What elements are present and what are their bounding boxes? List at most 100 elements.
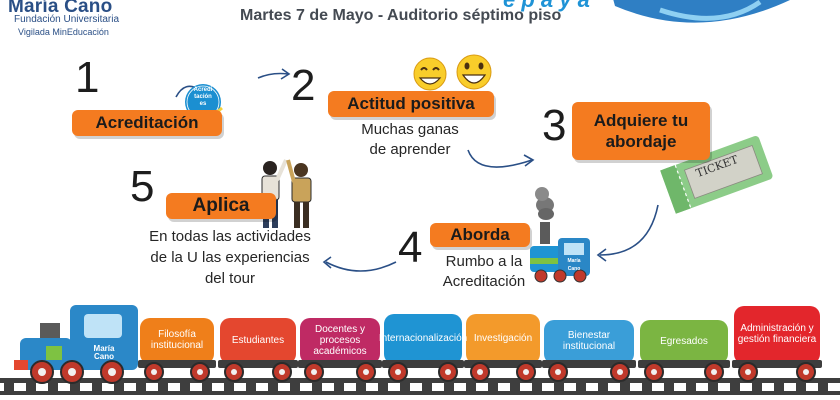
wagon-wheel-hub bbox=[651, 369, 657, 375]
wagon-wheel-hub bbox=[555, 369, 561, 375]
wagon-wheel-hub bbox=[523, 369, 529, 375]
railway-tie bbox=[488, 383, 498, 391]
step-4-text-line-1: Rumbo a la bbox=[445, 253, 523, 270]
wagon-label: Egresados bbox=[660, 335, 708, 347]
railway-tie bbox=[114, 383, 124, 391]
wagon-wheel-hub bbox=[477, 369, 483, 375]
railway-tie bbox=[598, 383, 608, 391]
wagon-body bbox=[140, 318, 214, 364]
step-3-title-line-1: Adquiere tu bbox=[593, 111, 689, 130]
step-2-title: Actitud positiva bbox=[328, 91, 494, 117]
step-4-text-line-2: Acreditación bbox=[442, 273, 526, 290]
step-4-text: Rumbo a la Acreditación bbox=[432, 252, 536, 292]
wagon-label: Internacionalización bbox=[378, 332, 468, 344]
railway-ties bbox=[4, 383, 828, 391]
railway-tie bbox=[774, 383, 784, 391]
step-2-text: Muchas ganas de aprender bbox=[330, 120, 490, 160]
wagon-body bbox=[220, 318, 296, 364]
laughing-emoji-icon bbox=[413, 57, 447, 91]
wagon-wheel-hub bbox=[803, 369, 809, 375]
railway-tie bbox=[642, 383, 652, 391]
badge-line-2: tación bbox=[194, 94, 212, 100]
railway-tie bbox=[796, 383, 806, 391]
step-4-title: Aborda bbox=[430, 223, 530, 247]
badge-line-1: Acredi bbox=[193, 87, 213, 93]
railway-tie bbox=[4, 383, 14, 391]
wagon-wheel-hub bbox=[745, 369, 751, 375]
wagon-body bbox=[466, 314, 540, 364]
wagon-label: Bienestar institucional bbox=[562, 330, 616, 352]
wagon-label: Investigación bbox=[473, 332, 533, 344]
logo-subtitle: Fundación Universitaria bbox=[14, 14, 120, 25]
railway-tie bbox=[26, 383, 36, 391]
wagon-label: Estudiantes bbox=[231, 334, 285, 346]
railway-tie bbox=[818, 383, 828, 391]
step-4-number: 4 bbox=[398, 223, 423, 272]
railway-tie bbox=[48, 383, 58, 391]
railway-tie bbox=[466, 383, 476, 391]
step-1-number: 1 bbox=[75, 53, 100, 102]
railway-tie bbox=[554, 383, 564, 391]
step-3-title-line-2: abordaje bbox=[605, 132, 677, 151]
railway-tie bbox=[246, 383, 256, 391]
railway-tie bbox=[224, 383, 234, 391]
wagon-wheel-hub bbox=[197, 369, 203, 375]
railway-tie bbox=[136, 383, 146, 391]
locomotive-label: María Cano bbox=[93, 344, 115, 361]
step-5-text: En todas las actividades de la U las exp… bbox=[130, 226, 330, 289]
step-2-number: 2 bbox=[291, 61, 316, 110]
logo-vigilada: Vigilada MinEducación bbox=[18, 27, 109, 37]
railway-tie bbox=[532, 383, 542, 391]
railway-tie bbox=[510, 383, 520, 391]
wagon-body bbox=[640, 320, 728, 364]
railway-tie bbox=[202, 383, 212, 391]
railway-tie bbox=[686, 383, 696, 391]
logo-name: María Cano bbox=[8, 0, 113, 17]
railway-tie bbox=[70, 383, 80, 391]
step-2-text-line-2: de aprender bbox=[369, 141, 451, 158]
railway-tie bbox=[752, 383, 762, 391]
railway-track bbox=[0, 378, 840, 395]
swoosh-decoration bbox=[613, 0, 790, 23]
wagon-wheel-hub bbox=[151, 369, 157, 375]
step-5-text-line-3: del tour bbox=[204, 270, 256, 287]
small-train-label: María Cano bbox=[567, 258, 581, 272]
wagon-label: Filosofía institucional bbox=[150, 329, 204, 351]
ticket-icon bbox=[660, 136, 773, 214]
wagon-wheel-hub bbox=[279, 369, 285, 375]
railway-tie bbox=[92, 383, 102, 391]
railway-tie bbox=[664, 383, 674, 391]
railway-tie bbox=[180, 383, 190, 391]
step-2-text-line-1: Muchas ganas bbox=[361, 121, 459, 138]
wagon-body bbox=[300, 318, 380, 364]
wagon-body bbox=[734, 306, 820, 364]
wagon-body bbox=[544, 320, 634, 364]
date-location: Martes 7 de Mayo - Auditorio séptimo pis… bbox=[240, 7, 562, 24]
railway-tie bbox=[378, 383, 388, 391]
wagon-wheel-hub bbox=[445, 369, 451, 375]
railway-tie bbox=[444, 383, 454, 391]
locomotive bbox=[14, 305, 138, 384]
step-3-number: 3 bbox=[542, 101, 567, 150]
step-5-title: Aplica bbox=[166, 193, 276, 219]
wagon-wheel-hub bbox=[617, 369, 623, 375]
grinning-emoji-icon bbox=[456, 54, 492, 90]
wagon-wheel-hub bbox=[231, 369, 237, 375]
railway-tie bbox=[422, 383, 432, 391]
wagon-label: Administración y gestión financiera bbox=[737, 323, 817, 345]
step-3-title: Adquiere tu abordaje bbox=[572, 102, 710, 160]
railway-tie bbox=[730, 383, 740, 391]
step-5-number: 5 bbox=[130, 162, 155, 211]
railway-tie bbox=[400, 383, 410, 391]
railway-tie bbox=[158, 383, 168, 391]
train-wagons bbox=[138, 306, 822, 382]
wagon-wheel-hub bbox=[395, 369, 401, 375]
step-5-text-line-1: En todas las actividades bbox=[149, 228, 311, 245]
step-1-title: Acreditación bbox=[72, 110, 222, 136]
badge-text: Acredi tación es bbox=[190, 87, 216, 108]
flow-arrows bbox=[175, 68, 659, 272]
wagon-wheel-hub bbox=[311, 369, 317, 375]
wagon-label: Docentes y procesos académicos bbox=[313, 323, 367, 357]
railway-tie bbox=[268, 383, 278, 391]
badge-line-3: es bbox=[199, 101, 207, 107]
